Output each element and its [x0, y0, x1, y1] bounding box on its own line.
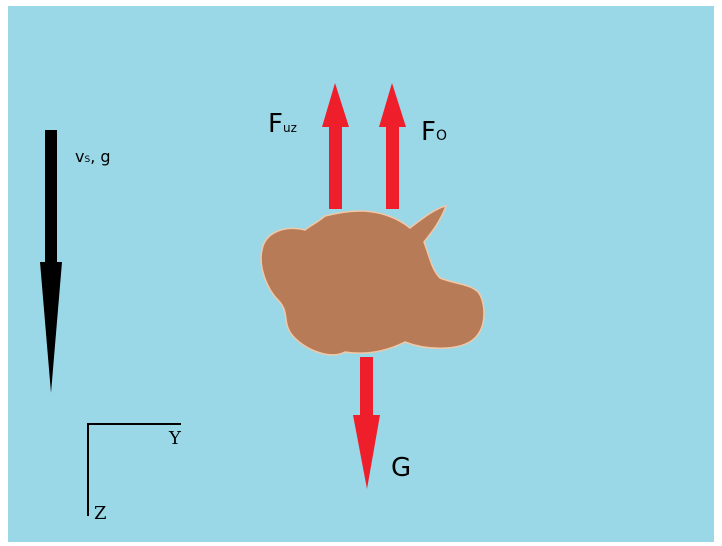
axis-y-label: Y — [169, 428, 181, 449]
axis-z-label: Z — [94, 503, 107, 524]
f-o-label: FO — [421, 119, 447, 145]
gravity-label: G — [391, 453, 412, 483]
gravity-arrow — [353, 357, 380, 489]
f-o-letter: F — [421, 117, 436, 147]
velocity-letter: v — [75, 147, 85, 166]
f-uz-letter: F — [268, 109, 283, 139]
velocity-rest: , g — [90, 147, 111, 166]
particle-blob — [260, 205, 485, 356]
f-uz-arrow — [322, 83, 349, 209]
velocity-label: vS, g — [75, 149, 111, 165]
f-o-arrow — [379, 83, 406, 209]
f-o-subscript: O — [435, 128, 447, 144]
coordinate-axes — [87, 423, 181, 516]
velocity-arrow — [40, 130, 62, 393]
f-uz-subscript: uz — [282, 121, 297, 135]
velocity-subscript: S — [84, 155, 91, 165]
f-uz-label: Fuz — [268, 111, 297, 137]
